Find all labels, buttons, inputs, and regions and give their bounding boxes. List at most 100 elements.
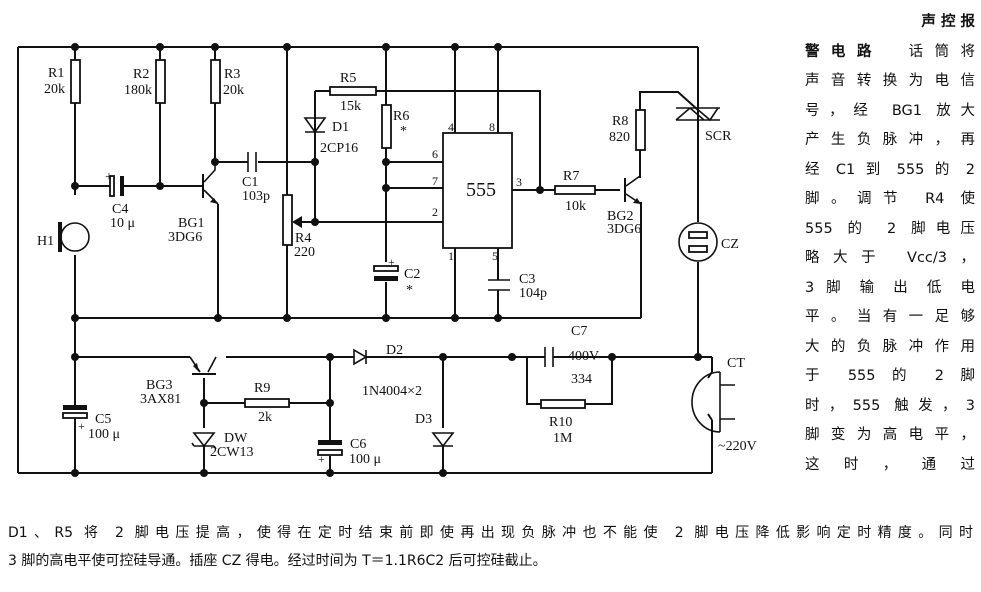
- capacitor-c7: C7 400V 334: [544, 324, 599, 387]
- socket-cz: CZ: [678, 222, 739, 262]
- svg-text:1N4004×2: 1N4004×2: [362, 384, 422, 399]
- svg-text:+: +: [105, 170, 113, 185]
- side-description: 声 控 报 警电路 话筒将 声音转换为电信 号，经 BG1 放大 产生负脉冲，再…: [805, 8, 975, 480]
- side-line: 大的负脉冲作用: [805, 338, 975, 355]
- svg-text:2: 2: [432, 205, 438, 219]
- resistor-r6: R6 *: [381, 104, 409, 149]
- resistor-r1: R1 20k: [44, 59, 81, 104]
- svg-text:BG2: BG2: [607, 209, 633, 224]
- svg-text:+: +: [318, 452, 325, 466]
- side-line: 略大于 Vcc/3，: [805, 250, 975, 266]
- svg-text:3AX81: 3AX81: [140, 392, 181, 407]
- side-line: 这 时 ， 通 过: [805, 456, 975, 473]
- bottom-paragraph: D1、R5 将 2 脚电压提高，使得在定时结束前即使再出现负脉冲也不能使 2 脚…: [8, 519, 973, 575]
- svg-text:+: +: [388, 255, 395, 269]
- svg-text:BG3: BG3: [146, 378, 172, 393]
- resistor-r10: R10 1M: [540, 399, 586, 446]
- transistor-bg2: BG2 3DG6: [607, 175, 642, 237]
- svg-text:R1: R1: [48, 66, 64, 81]
- side-line: 555 的 2 脚电压: [805, 220, 975, 237]
- side-line: 经 C1 到 555 的 2: [805, 161, 975, 178]
- svg-text:2CP16: 2CP16: [320, 141, 358, 156]
- transistor-bg3: BG3 3AX81: [140, 356, 217, 407]
- svg-text:R2: R2: [133, 67, 149, 82]
- svg-text:104p: 104p: [519, 286, 547, 301]
- svg-text:555: 555: [466, 179, 496, 201]
- svg-text:C3: C3: [519, 272, 535, 287]
- svg-text:100 μ: 100 μ: [349, 452, 381, 467]
- diode-d3: D3: [415, 412, 455, 448]
- scr-triac: SCR: [675, 106, 732, 144]
- svg-text:CZ: CZ: [721, 237, 739, 252]
- circuit-schematic: R1 20k R2 180k R3 20k R4 220 R5 15k R6 *…: [17, 43, 757, 477]
- svg-text:3DG6: 3DG6: [168, 230, 202, 245]
- svg-text:20k: 20k: [223, 83, 244, 98]
- zener-dw: DW 2CW13: [191, 431, 254, 460]
- svg-text:R6: R6: [393, 109, 409, 124]
- svg-text:D1: D1: [332, 120, 349, 135]
- capacitor-c1: C1 103p: [242, 152, 270, 204]
- resistor-r9: R9 2k: [244, 381, 290, 425]
- svg-text:820: 820: [609, 130, 630, 145]
- svg-text:C5: C5: [95, 412, 111, 427]
- svg-text:10k: 10k: [565, 199, 586, 214]
- side-line: 平。当有一足够: [805, 309, 975, 325]
- resistor-r8: R8 820: [609, 109, 646, 151]
- svg-text:5: 5: [492, 249, 498, 263]
- svg-text:D3: D3: [415, 412, 432, 427]
- svg-text:10 μ: 10 μ: [110, 216, 135, 231]
- svg-text:3DG6: 3DG6: [607, 222, 641, 237]
- plug-ct: CT ~220V: [691, 356, 757, 454]
- svg-text:R9: R9: [254, 381, 270, 396]
- svg-text:8: 8: [489, 120, 495, 134]
- svg-text:2k: 2k: [258, 410, 272, 425]
- side-line: 于 555 的 2 脚: [805, 368, 975, 384]
- svg-text:C1: C1: [242, 175, 258, 190]
- svg-text:CT: CT: [727, 356, 745, 371]
- potentiometer-r4: R4 220: [282, 194, 315, 260]
- svg-text:BG1: BG1: [178, 216, 204, 231]
- svg-text:R5: R5: [340, 71, 356, 86]
- svg-text:R10: R10: [549, 415, 572, 430]
- side-line: 脚变为高电平，: [805, 427, 975, 443]
- capacitor-c3: C3 104p: [488, 272, 547, 301]
- svg-text:+: +: [78, 419, 85, 433]
- svg-text:400V: 400V: [568, 349, 599, 364]
- svg-text:1: 1: [448, 249, 454, 263]
- side-line: 声 控 报: [921, 14, 975, 30]
- svg-text:C2: C2: [404, 267, 420, 282]
- svg-text:15k: 15k: [340, 99, 361, 114]
- side-line: 警电路 话筒将: [805, 43, 975, 60]
- svg-text:C6: C6: [350, 437, 366, 452]
- svg-text:R3: R3: [224, 67, 240, 82]
- svg-text:C7: C7: [571, 324, 587, 339]
- diode-d1: D1 2CP16: [303, 117, 358, 156]
- svg-text:*: *: [400, 124, 407, 139]
- capacitor-c4: + C4 10 μ: [105, 170, 135, 231]
- side-line: 声音转换为电信: [805, 73, 975, 89]
- side-line: 脚。调节 R4 使: [805, 191, 975, 207]
- resistor-r2: R2 180k: [124, 59, 166, 104]
- capacitor-c2: + C2 *: [373, 255, 420, 298]
- svg-text:D2: D2: [386, 343, 403, 358]
- resistor-r7: R7 10k: [554, 169, 596, 214]
- svg-text:DW: DW: [224, 431, 248, 446]
- svg-text:334: 334: [571, 372, 592, 387]
- svg-text:220: 220: [294, 245, 315, 260]
- svg-text:6: 6: [432, 147, 438, 161]
- svg-text:R7: R7: [563, 169, 579, 184]
- side-line: 3 脚 输 出 低 电: [805, 279, 975, 296]
- svg-text:1M: 1M: [553, 431, 573, 446]
- svg-text:103p: 103p: [242, 189, 270, 204]
- capacitor-c6: + C6 100 μ: [317, 437, 381, 467]
- svg-text:20k: 20k: [44, 82, 65, 97]
- diode-d2: D2 1N4004×2: [353, 343, 422, 399]
- svg-text:*: *: [406, 283, 413, 298]
- svg-text:2CW13: 2CW13: [210, 445, 254, 460]
- resistor-r5: R5 15k: [329, 71, 377, 114]
- svg-text:4: 4: [448, 120, 454, 134]
- microphone-h1: H1: [37, 222, 90, 252]
- svg-text:C4: C4: [112, 202, 128, 217]
- transistor-bg1: BG1 3DG6: [168, 162, 219, 245]
- side-line: 号，经 BG1 放大: [805, 102, 975, 119]
